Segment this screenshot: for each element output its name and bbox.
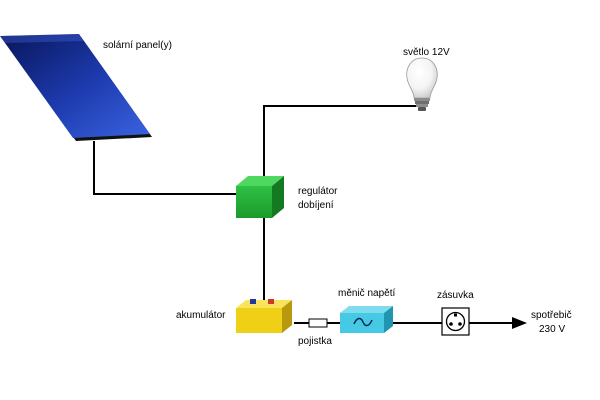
solar-panel-label: solární panel(y): [103, 40, 172, 51]
wire-panel-regulator: [93, 141, 238, 195]
regulator-label-line2: dobíjení: [298, 200, 334, 211]
consumer-label-line2: 230 V: [539, 324, 565, 335]
inverter: [340, 306, 393, 333]
battery-label: akumulátor: [176, 310, 226, 321]
inverter-label: měnič napětí: [338, 288, 395, 299]
sine-wave-icon: [353, 317, 373, 327]
regulator-label-line1: regulátor: [298, 186, 338, 197]
consumer-label-line1: spotřebič: [531, 310, 572, 321]
socket-label: zásuvka: [437, 290, 474, 301]
charge-regulator: [236, 176, 284, 218]
wires: [93, 105, 512, 324]
wire-regulator-light: [263, 105, 418, 178]
light-bulb-icon: [406, 57, 438, 111]
power-socket-icon: [441, 307, 470, 336]
solar-panel: [0, 34, 152, 141]
arrow-head-icon: [512, 317, 527, 329]
light-label: světlo 12V: [403, 47, 450, 58]
battery: [236, 299, 292, 333]
fuse-label: pojistka: [298, 336, 332, 347]
fuse: [308, 318, 328, 328]
